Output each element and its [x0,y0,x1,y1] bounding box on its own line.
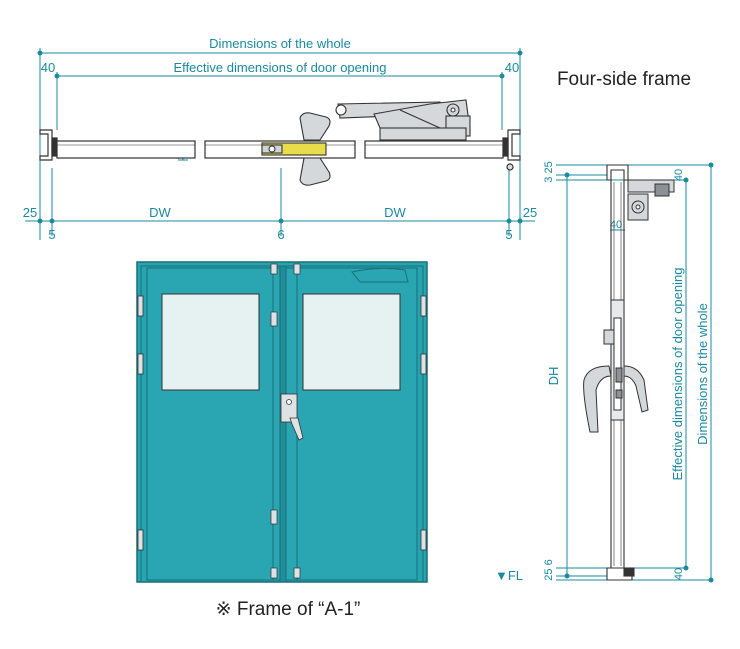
plan-lever-handle-icon [261,112,331,186]
right-40-label: 40 [505,60,519,75]
left-25-label: 25 [23,205,37,220]
right-25-label: 25 [523,205,537,220]
center-6-label: 6 [277,227,284,242]
section-inner-40-label: 40 [610,219,622,231]
effective-opening-label: Effective dimensions of door opening [174,60,387,75]
left-40-label: 40 [41,60,55,75]
dimensions-whole-label: Dimensions of the whole [209,36,351,51]
left-5-label: 5 [48,227,55,242]
section-3-25-top: 3 25 [543,161,555,182]
dh-label: DH [546,367,561,386]
section-lever-handle-icon [583,299,649,433]
section-bottom-40-label: 40 [673,568,685,580]
section-25-6-bottom: 25 6 [543,559,555,580]
frame-caption: ※ Frame of “A-1” [216,599,361,620]
four-side-frame-heading: Four-side frame [557,69,691,90]
right-5-label: 5 [505,227,512,242]
section-dimensions-whole-label: Dimensions of the whole [695,303,710,445]
section-door-closer-icon [627,179,675,221]
right-dw-label: DW [384,205,406,220]
elevation-lever-handle-icon [289,417,304,441]
plan-door-closer-icon [335,99,471,141]
section-top-40-label: 40 [673,169,685,181]
left-dw-label: DW [149,205,171,220]
elevation-door [136,261,428,583]
section-effective-opening-label: Effective dimensions of door opening [670,268,685,481]
floor-level-label: ▼FL [495,568,523,583]
